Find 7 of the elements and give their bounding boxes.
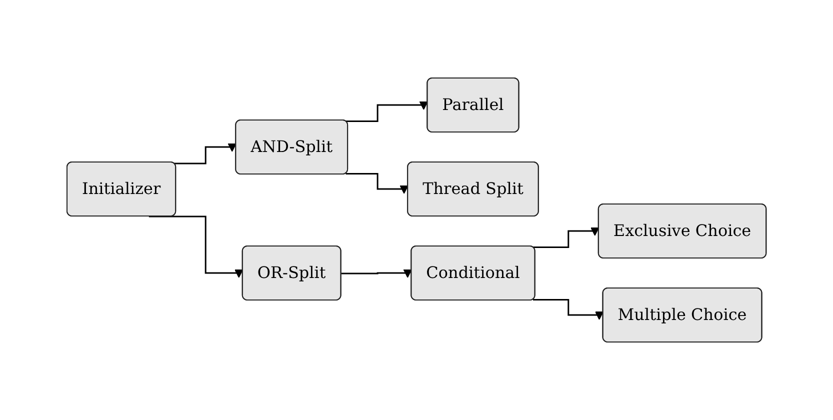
arrow <box>532 227 600 248</box>
arrow <box>148 216 244 278</box>
arrow <box>346 101 428 122</box>
arrow <box>174 143 236 164</box>
arrow <box>346 172 408 194</box>
arrow <box>341 269 412 278</box>
arrow <box>532 298 604 320</box>
